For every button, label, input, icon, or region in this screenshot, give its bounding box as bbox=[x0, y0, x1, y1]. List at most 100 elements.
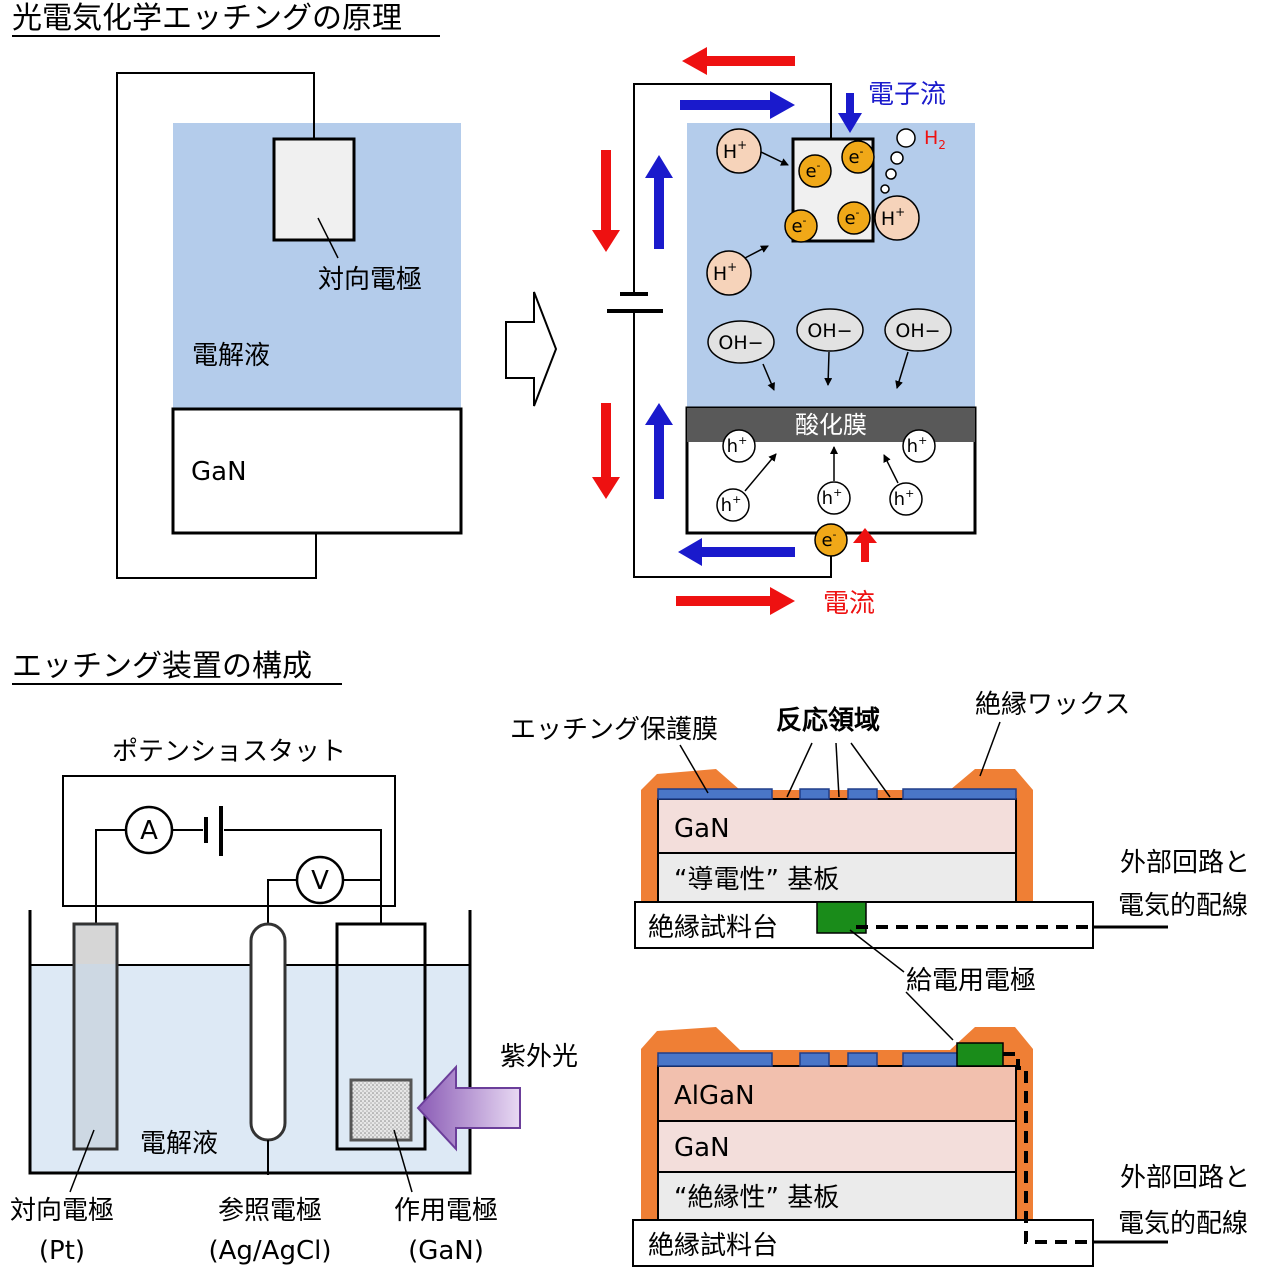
feed-electrode-bottom bbox=[956, 1042, 1004, 1067]
gan-layer-top bbox=[657, 798, 1017, 854]
wire-working bbox=[224, 829, 382, 924]
reaction-area-label: 反応領域 bbox=[776, 705, 880, 736]
electron-particle: e- bbox=[784, 209, 818, 243]
current-arrows bbox=[592, 47, 877, 615]
stage-label-top: 絶縁試料台 bbox=[648, 913, 778, 943]
etch-mask-segment bbox=[799, 1052, 830, 1067]
etch-mask-segment bbox=[902, 1052, 959, 1067]
etch-mask-segment bbox=[902, 788, 1017, 800]
heading-top: 光電気化学エッチングの原理 bbox=[12, 1, 440, 37]
counter-electrode-material: (Pt) bbox=[39, 1236, 85, 1266]
electrolyte-label: 電解液 bbox=[192, 341, 270, 371]
svg-text:OH−: OH− bbox=[718, 332, 763, 354]
svg-text:h+: h+ bbox=[907, 434, 928, 457]
ammeter-icon: A bbox=[124, 805, 174, 855]
red-arrow-right-bottom bbox=[676, 587, 795, 615]
algan-label: AlGaN bbox=[674, 1081, 755, 1111]
electron-particle: e- bbox=[798, 154, 832, 188]
working-electrode-caption: 作用電極 bbox=[394, 1196, 498, 1226]
svg-text:e-: e- bbox=[791, 214, 806, 237]
uv-light-arrow-icon bbox=[416, 1064, 521, 1152]
current-label: 電流 bbox=[823, 589, 875, 619]
substrate-label-top: “導電性” 基板 bbox=[674, 865, 839, 895]
substrate-label-bottom: “絶縁性” 基板 bbox=[674, 1183, 839, 1213]
apparatus: ポテンショスタット A V 電解液 紫外 bbox=[10, 737, 578, 1266]
electrolyte-label-apparatus: 電解液 bbox=[140, 1129, 218, 1159]
oxide-film-label: 酸化膜 bbox=[795, 411, 867, 439]
svg-text:h+: h+ bbox=[822, 486, 843, 509]
structure-top: エッチング保護膜 反応領域 絶縁ワックス GaN “導電性” 基板 絶縁試料台 … bbox=[510, 690, 1250, 996]
oh-minus-ion: OH− bbox=[796, 308, 864, 352]
hole-particle: h+ bbox=[716, 488, 750, 522]
etch-mask-segment bbox=[847, 1052, 878, 1067]
svg-text:h+: h+ bbox=[727, 434, 748, 457]
substrate-layer-top bbox=[657, 852, 1017, 903]
reference-electrode-material: (Ag/AgCl) bbox=[208, 1236, 331, 1266]
counter-electrode-caption: 対向電極 bbox=[10, 1196, 114, 1226]
electron-particle: e- bbox=[814, 523, 848, 557]
h2-bubbles bbox=[880, 128, 916, 194]
red-arrow-up-small bbox=[853, 528, 877, 562]
blue-arrow-left-bottom bbox=[678, 538, 795, 566]
voltmeter-icon: V bbox=[295, 855, 345, 905]
gan-layer-bottom bbox=[657, 1120, 1017, 1173]
electron-flow-label: 電子流 bbox=[868, 80, 946, 110]
external-label-top-line1: 外部回路と bbox=[1120, 848, 1250, 878]
heading-bottom-text: エッチング装置の構成 bbox=[12, 649, 312, 684]
uv-light-label: 紫外光 bbox=[500, 1042, 578, 1072]
external-label-top-line2: 電気的配線 bbox=[1118, 891, 1248, 921]
heading-bottom: エッチング装置の構成 bbox=[12, 649, 342, 685]
blue-arrow-right-top bbox=[680, 91, 795, 119]
hole-particle: h+ bbox=[902, 429, 936, 463]
reference-electrode-tube bbox=[249, 922, 287, 1142]
etch-mask-segment bbox=[657, 1052, 773, 1067]
svg-text:e-: e- bbox=[848, 145, 863, 168]
blue-arrow-down-small bbox=[838, 93, 862, 133]
hole-particle: h+ bbox=[817, 481, 851, 515]
algan-layer-bottom bbox=[657, 1065, 1017, 1122]
etch-mask-segment bbox=[657, 788, 773, 800]
svg-text:h+: h+ bbox=[721, 493, 742, 516]
substrate-layer-bottom bbox=[657, 1171, 1017, 1221]
counter-electrode-label: 対向電極 bbox=[318, 265, 422, 295]
hole-particle: h+ bbox=[722, 429, 756, 463]
circuit-wire-top bbox=[633, 83, 832, 293]
gan-label-bottom: GaN bbox=[674, 1133, 730, 1163]
gan-block bbox=[171, 407, 463, 535]
electron-particle: e- bbox=[837, 201, 871, 235]
external-wire bbox=[116, 72, 317, 579]
beaker bbox=[28, 910, 472, 1175]
feed-electrode-label: 給電用電極 bbox=[906, 966, 1036, 996]
etch-mask-segment bbox=[799, 788, 830, 800]
potentiostat-label: ポテンショスタット bbox=[112, 737, 346, 767]
external-wire-dashed-bottom bbox=[1003, 1052, 1093, 1244]
electron-flow-arrows bbox=[645, 91, 862, 566]
blue-arrow-up-lower bbox=[645, 403, 673, 499]
stage-label-bottom: 絶縁試料台 bbox=[648, 1231, 778, 1261]
svg-text:e-: e- bbox=[844, 206, 859, 229]
gan-label: GaN bbox=[191, 457, 247, 487]
external-label-bottom-line1: 外部回路と bbox=[1120, 1163, 1250, 1193]
svg-text:OH−: OH− bbox=[807, 320, 852, 342]
svg-text:H+: H+ bbox=[881, 205, 905, 230]
external-label-bottom-line2: 電気的配線 bbox=[1118, 1209, 1248, 1239]
counter-electrode-plate bbox=[272, 137, 356, 242]
svg-text:e-: e- bbox=[821, 528, 836, 551]
potentiostat-box bbox=[62, 775, 396, 907]
h-plus-ion: H+ bbox=[716, 128, 762, 174]
etch-mask-label: エッチング保護膜 bbox=[510, 715, 718, 745]
wire-counter bbox=[95, 829, 126, 924]
svg-text:e-: e- bbox=[805, 159, 820, 182]
oh-minus-ion: OH− bbox=[707, 320, 775, 364]
svg-text:H+: H+ bbox=[713, 260, 737, 285]
working-electrode-holder bbox=[335, 922, 427, 1151]
etch-mask-segment bbox=[847, 788, 878, 800]
structure-bottom: AlGaN GaN “絶縁性” 基板 絶縁試料台 外部回路と 電気的配線 bbox=[632, 991, 1250, 1267]
insulating-wax-label: 絶縁ワックス bbox=[975, 690, 1130, 720]
red-arrow-left-top bbox=[682, 47, 795, 75]
oh-minus-ion: OH− bbox=[884, 308, 952, 352]
svg-text:H+: H+ bbox=[723, 138, 747, 163]
electron-particle: e- bbox=[841, 140, 875, 174]
svg-text:h+: h+ bbox=[894, 487, 915, 510]
